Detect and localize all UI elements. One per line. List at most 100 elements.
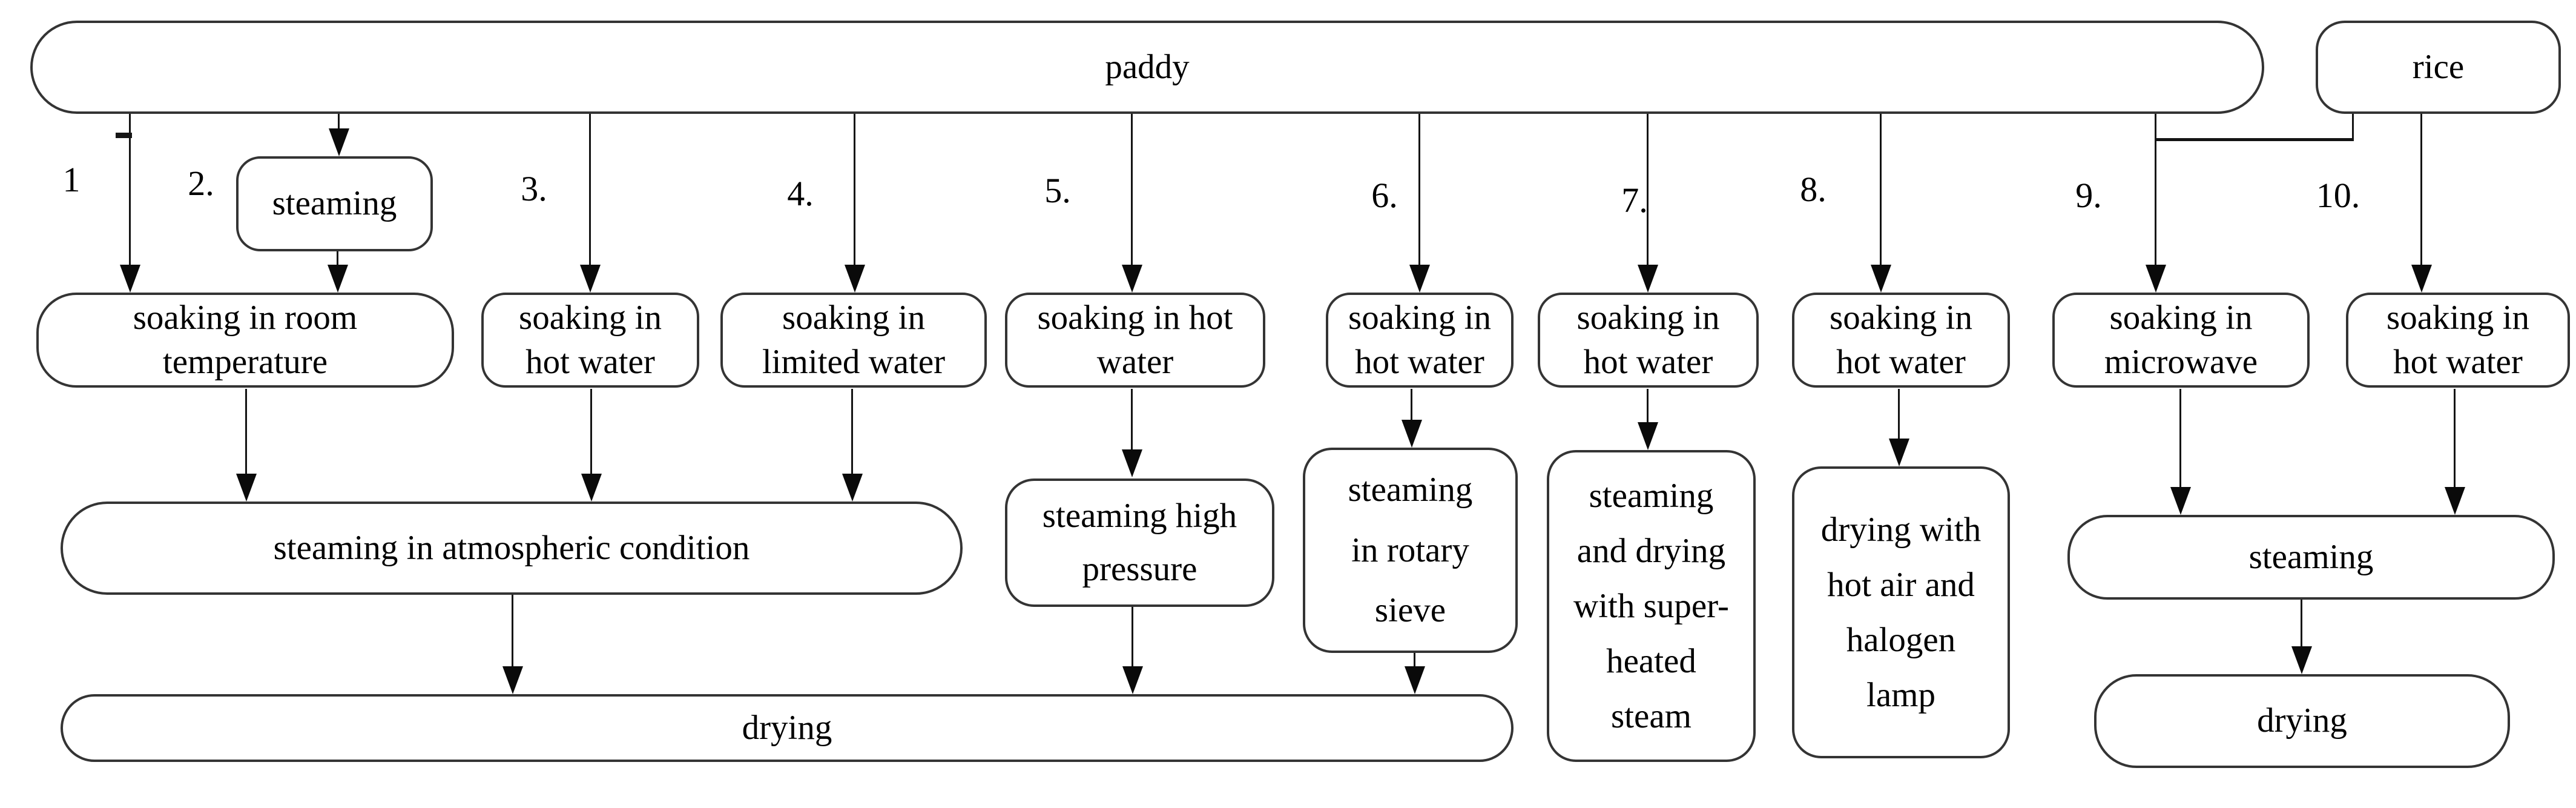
node-soaking-room-temperature: soaking in room temperature <box>36 293 454 388</box>
path-number-6: 6. <box>1371 176 1398 215</box>
arrow-down-icon <box>502 666 523 694</box>
arrow-down-icon <box>1122 449 1142 477</box>
connector-paddy-to-soak-7 <box>1647 114 1649 265</box>
node-soaking-hot-water-7: soaking in hot water <box>1538 293 1759 388</box>
connector-steaming-rice-to-drying <box>2301 600 2302 647</box>
connector-soak-3-to-atmospheric <box>590 389 592 474</box>
node-steaming-rotary-sieve-label: steaming in rotary sieve <box>1348 470 1473 630</box>
connector-steaming-to-soak-room <box>337 251 338 266</box>
arrow-down-icon <box>842 474 863 502</box>
connector-soak-7-to-superheated <box>1647 389 1649 423</box>
connector-soak-room-to-atmospheric <box>245 389 247 474</box>
node-steaming-high-pressure: steaming high pressure <box>1005 479 1274 607</box>
node-steaming-drying-superheated-steam: steaming and drying with super- heated s… <box>1547 450 1756 762</box>
arrow-down-icon <box>1871 265 1891 293</box>
node-drying-rice-label: drying <box>2257 701 2347 740</box>
arrow-down-icon <box>1122 666 1143 694</box>
node-soaking-hot-water-5: soaking in hot water <box>1005 293 1265 388</box>
node-soaking-hot-water-5-label: soaking in hot water <box>1037 298 1233 381</box>
node-paddy-label: paddy <box>1105 47 1190 86</box>
path-number-7: 7. <box>1621 180 1648 220</box>
connector-rice-branch-down <box>2352 114 2354 141</box>
node-steaming-pretreat: steaming <box>236 156 433 251</box>
node-soaking-hot-water-3-label: soaking in hot water <box>519 298 662 381</box>
node-steaming-atmospheric: steaming in atmospheric condition <box>61 502 963 595</box>
node-steaming-pretreat-label: steaming <box>272 184 397 223</box>
connector-paddy-to-soak-5 <box>1131 114 1133 265</box>
node-soaking-limited-water: soaking in limited water <box>720 293 987 388</box>
arrow-down-icon <box>1638 422 1658 450</box>
node-soaking-hot-water-7-label: soaking in hot water <box>1576 298 1720 381</box>
node-drying-hot-air-halogen-lamp: drying with hot air and halogen lamp <box>1792 466 2010 758</box>
connector-soak-8-to-halogen <box>1898 389 1900 440</box>
node-soaking-hot-water-10: soaking in hot water <box>2346 293 2570 388</box>
path-number-2: 2. <box>188 164 214 203</box>
path-number-5: 5. <box>1044 171 1071 210</box>
node-steaming-rice-label: steaming <box>2248 537 2374 576</box>
path-number-8: 8. <box>1800 170 1827 209</box>
path-number-10: 10. <box>2316 176 2360 215</box>
node-steaming-rotary-sieve: steaming in rotary sieve <box>1303 448 1518 653</box>
connector-paddy-to-soak-room <box>129 114 131 265</box>
node-rice: rice <box>2316 21 2561 114</box>
connector-soak-10-to-steaming <box>2454 389 2456 488</box>
node-soaking-hot-water-6-label: soaking in hot water <box>1348 298 1491 381</box>
connector-high-pressure-to-drying <box>1132 607 1133 667</box>
connector-paddy-to-steaming <box>338 114 340 130</box>
node-paddy: paddy <box>30 21 2264 114</box>
node-soaking-hot-water-6: soaking in hot water <box>1326 293 1514 388</box>
arrow-down-icon <box>581 474 602 502</box>
connector-soak-6-to-rotary <box>1411 389 1412 421</box>
connector-soak-microwave-to-steaming <box>2179 389 2181 488</box>
connector-rice-branch-left <box>2155 138 2354 141</box>
arrow-down-icon <box>120 265 140 293</box>
node-soaking-hot-water-8-label: soaking in hot water <box>1830 298 1972 381</box>
connector-1-tick <box>116 133 132 138</box>
node-rice-label: rice <box>2412 47 2465 86</box>
path-number-9: 9. <box>2075 176 2102 215</box>
arrow-down-icon <box>845 265 865 293</box>
arrow-down-icon <box>1402 420 1422 448</box>
node-drying-main-label: drying <box>742 708 832 747</box>
connector-paddy-to-soak-3 <box>589 114 591 265</box>
connector-paddy-to-soak-8 <box>1880 114 1882 265</box>
path-number-1: 1 <box>62 160 81 199</box>
node-steaming-drying-superheated-steam-label: steaming and drying with super- heated s… <box>1573 476 1729 736</box>
connector-rice-to-soak-10 <box>2420 114 2422 265</box>
arrow-down-icon <box>2146 265 2166 293</box>
arrow-down-icon <box>2411 265 2432 293</box>
node-steaming-high-pressure-label: steaming high pressure <box>1042 496 1237 588</box>
connector-paddy-to-soak-microwave <box>2155 114 2156 265</box>
arrow-down-icon <box>328 265 348 293</box>
connector-paddy-to-soak-4 <box>854 114 855 265</box>
arrow-down-icon <box>236 474 257 502</box>
node-soaking-limited-water-label: soaking in limited water <box>762 298 946 381</box>
arrow-down-icon <box>580 265 601 293</box>
arrow-down-icon <box>2170 487 2191 515</box>
connector-atmospheric-to-drying <box>512 595 513 667</box>
arrow-down-icon <box>1122 265 1142 293</box>
arrow-down-icon <box>1889 439 1909 466</box>
node-steaming-atmospheric-label: steaming in atmospheric condition <box>273 528 750 567</box>
connector-rotary-to-drying <box>1414 653 1415 667</box>
node-drying-hot-air-halogen-lamp-label: drying with hot air and halogen lamp <box>1820 510 1981 715</box>
node-steaming-rice: steaming <box>2067 515 2555 600</box>
node-soaking-hot-water-8: soaking in hot water <box>1792 293 2010 388</box>
node-soaking-microwave-label: soaking in microwave <box>2104 298 2258 381</box>
connector-soak-4-to-atmospheric <box>851 389 853 474</box>
arrow-down-icon <box>2445 487 2465 515</box>
arrow-down-icon <box>329 128 349 156</box>
node-soaking-room-temperature-label: soaking in room temperature <box>133 298 358 381</box>
node-soaking-hot-water-10-label: soaking in hot water <box>2387 298 2529 381</box>
connector-soak-5-to-high-pressure <box>1131 389 1133 451</box>
arrow-down-icon <box>1409 265 1430 293</box>
arrow-down-icon <box>1405 666 1425 694</box>
path-number-4: 4. <box>787 174 814 213</box>
connector-paddy-to-soak-6 <box>1418 114 1420 265</box>
path-number-3: 3. <box>521 169 547 208</box>
arrow-down-icon <box>1638 265 1658 293</box>
arrow-down-icon <box>2291 646 2312 674</box>
node-soaking-microwave: soaking in microwave <box>2052 293 2310 388</box>
node-soaking-hot-water-3: soaking in hot water <box>481 293 699 388</box>
